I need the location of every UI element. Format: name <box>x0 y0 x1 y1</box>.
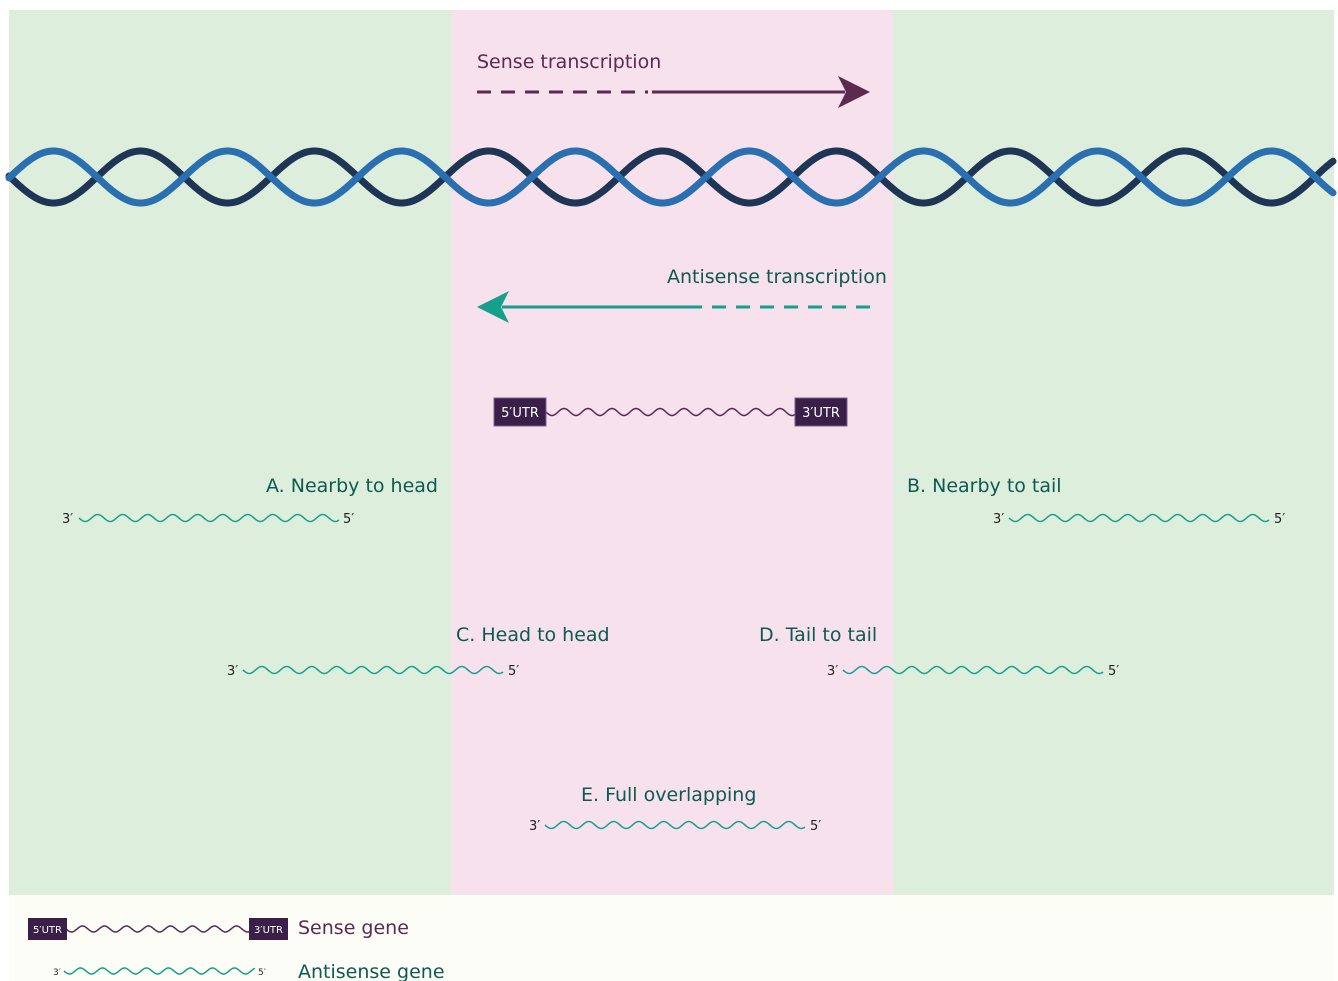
legend-sense: 5′UTR 3′UTR Sense gene <box>28 917 409 940</box>
case-a-label: A. Nearby to head <box>266 475 438 497</box>
case-a-strand <box>78 513 340 523</box>
antisense-transcription-label: Antisense transcription <box>667 266 887 288</box>
case-c-end5: 5′ <box>508 664 519 679</box>
case-b-label: B. Nearby to tail <box>907 475 1062 497</box>
legend-sense-label: Sense gene <box>298 917 409 939</box>
legend-utr5-label: 5′UTR <box>33 925 62 936</box>
case-e-end3: 3′ <box>529 819 540 834</box>
case-b-strand <box>1008 513 1270 523</box>
case-c: C. Head to head 3′ 5′ <box>227 624 610 679</box>
case-a-end5: 5′ <box>343 512 354 527</box>
case-e-label: E. Full overlapping <box>581 784 756 806</box>
utr5-label: 5′UTR <box>501 406 539 421</box>
case-b-end5: 5′ <box>1274 512 1285 527</box>
legend-utr3-box <box>249 918 288 940</box>
sense-arrow-icon <box>477 76 870 108</box>
utr5-box <box>493 397 547 427</box>
case-d-end5: 5′ <box>1108 664 1119 679</box>
legend-antisense: 3′ 5′ Antisense gene <box>53 961 445 981</box>
case-c-label: C. Head to head <box>456 624 610 646</box>
sense-gene: 5′UTR 3′UTR <box>493 397 848 427</box>
case-b-end3: 3′ <box>993 512 1004 527</box>
utr3-box <box>794 397 848 427</box>
legend-panel <box>9 895 1334 981</box>
case-e: E. Full overlapping 3′ 5′ <box>529 784 821 834</box>
legend-antisense-end3: 3′ <box>53 968 61 978</box>
sense-gene-strand <box>545 407 796 417</box>
case-b: B. Nearby to tail 3′ 5′ <box>907 475 1285 527</box>
legend-antisense-label: Antisense gene <box>298 961 445 981</box>
case-a: A. Nearby to head 3′ 5′ <box>62 475 438 527</box>
case-e-end5: 5′ <box>810 819 821 834</box>
sense-transcription-label: Sense transcription <box>477 51 661 73</box>
utr3-label: 3′UTR <box>802 406 840 421</box>
case-d-strand <box>842 665 1104 675</box>
case-a-end3: 3′ <box>62 512 73 527</box>
case-c-end3: 3′ <box>227 664 238 679</box>
legend-sense-strand <box>65 925 251 933</box>
legend: 5′UTR 3′UTR Sense gene 3′ 5′ Antisense g… <box>28 917 445 981</box>
case-e-strand <box>544 820 806 830</box>
legend-utr5-box <box>28 918 67 940</box>
antisense-arrow-icon <box>477 291 870 323</box>
legend-utr3-label: 3′UTR <box>254 925 283 936</box>
case-d-end3: 3′ <box>827 664 838 679</box>
case-c-strand <box>242 665 504 675</box>
legend-antisense-strand <box>63 967 256 975</box>
legend-antisense-end5: 5′ <box>258 968 266 978</box>
gene-region <box>451 10 893 895</box>
case-d: D. Tail to tail 3′ 5′ <box>759 624 1119 679</box>
case-d-label: D. Tail to tail <box>759 624 877 646</box>
dna-helix-icon <box>5 147 1337 207</box>
